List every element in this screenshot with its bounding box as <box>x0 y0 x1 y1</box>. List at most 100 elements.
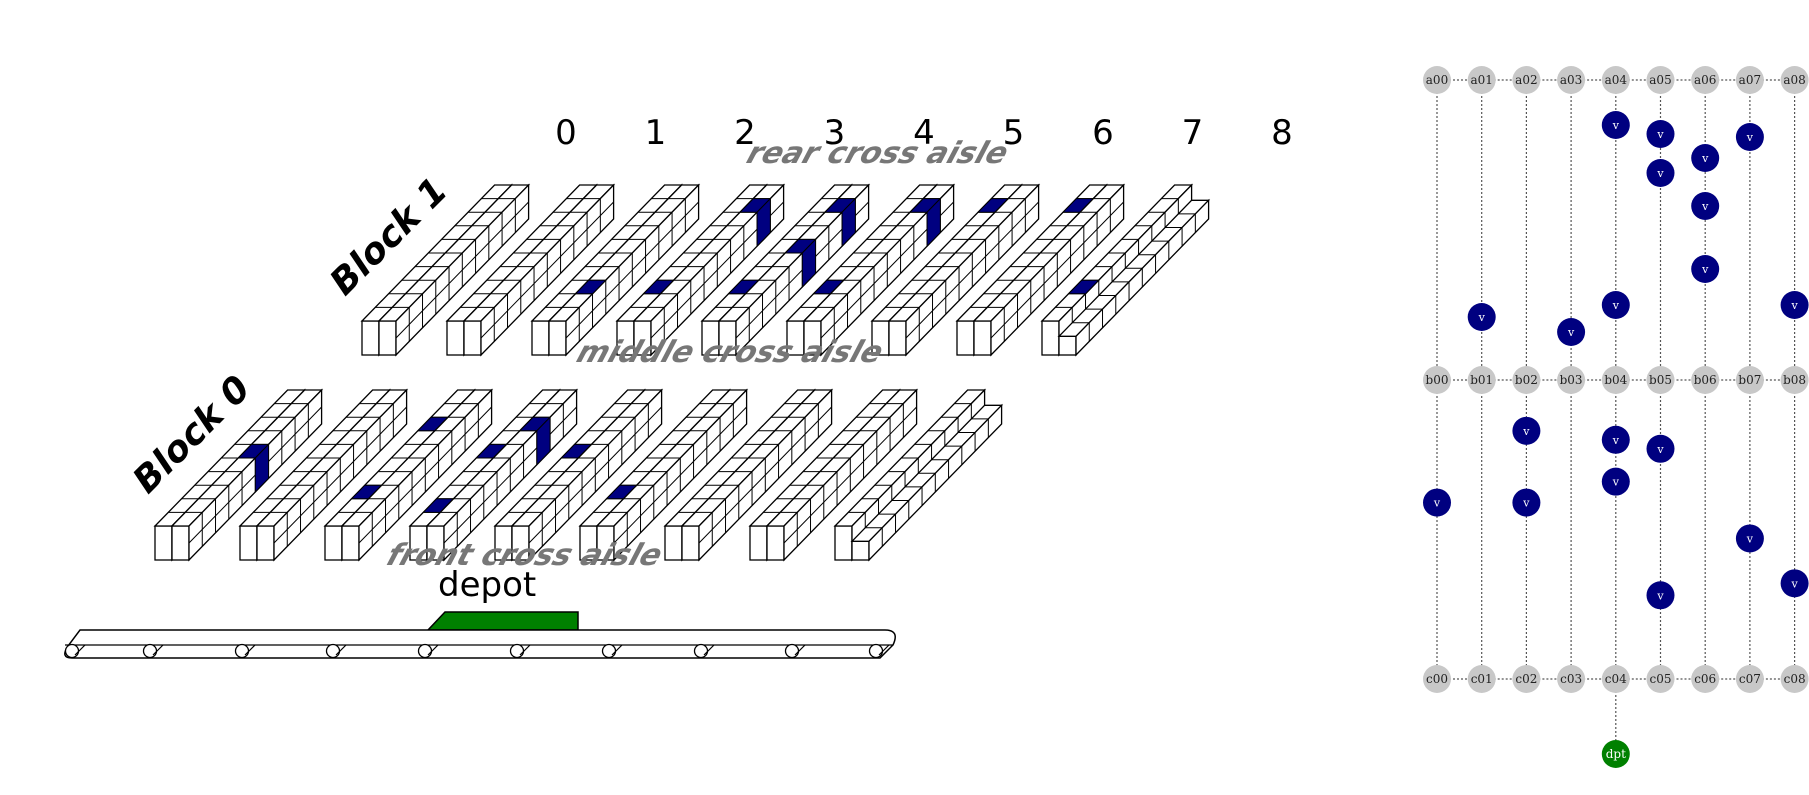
graph-node-label: v <box>1701 152 1709 165</box>
graph-node-circle <box>1601 740 1630 768</box>
graph-node-circle <box>1601 425 1630 454</box>
graph-node-circle <box>1735 665 1764 693</box>
graph-pick-node: v <box>1646 581 1675 610</box>
graph-node-circle <box>1691 665 1720 693</box>
block1-rack-13 <box>887 183 1041 357</box>
block0-rack-11 <box>595 388 749 562</box>
aisle-number-6: 6 <box>1092 113 1114 153</box>
graph-node-label: c07 <box>1739 672 1761 686</box>
graph-node-circle <box>1557 366 1586 394</box>
graph-node-circle <box>1646 120 1675 148</box>
graph-node-label: b04 <box>1604 373 1627 387</box>
graph-node-label: a07 <box>1739 73 1761 87</box>
depot-conveyor <box>64 611 896 659</box>
graph-node-label: c04 <box>1605 672 1627 686</box>
rack-front-face <box>548 320 567 356</box>
graph-node-label: v <box>1746 131 1754 144</box>
graph-node-label: dpt <box>1606 747 1626 761</box>
rack-shelf-line <box>273 406 407 544</box>
block1-rack-15 <box>972 183 1126 357</box>
block0-rack-1 <box>170 388 324 562</box>
conveyor-roller-link <box>152 644 164 656</box>
graph-pick-node: v <box>1780 291 1809 319</box>
graph-node-label: a05 <box>1649 73 1671 87</box>
graph-node-label: b07 <box>1738 373 1761 387</box>
graph-node-a07: a07 <box>1735 66 1764 94</box>
graph-node-label: b01 <box>1470 373 1493 387</box>
rack-front-face <box>171 525 190 561</box>
graph-node-label: c01 <box>1471 672 1493 686</box>
depot-box <box>426 611 579 631</box>
graph-node-label: b02 <box>1515 373 1538 387</box>
graph-node-circle <box>1601 66 1630 94</box>
pick-slot-side <box>841 197 856 248</box>
graph-pick-node: v <box>1467 303 1496 331</box>
graph-node-label: b03 <box>1560 373 1583 387</box>
graph-pick-node: v <box>1512 416 1541 445</box>
graph-node-label: a01 <box>1470 73 1492 87</box>
front-cross-aisle-label: front cross aisle <box>382 538 666 573</box>
pick-slot-side <box>926 197 941 248</box>
graph-node-label: v <box>1746 532 1754 545</box>
graph-pick-node: v <box>1601 467 1630 496</box>
graph-node-circle <box>1467 665 1496 693</box>
graph-node-label: c08 <box>1784 672 1806 686</box>
block1-rack-5 <box>547 183 701 357</box>
graph-node-label: v <box>1790 299 1798 312</box>
graph-node-label: v <box>1478 311 1486 324</box>
graph-node-circle <box>1467 366 1496 394</box>
conveyor-roller <box>142 643 158 659</box>
rack-front-face <box>834 525 853 561</box>
graph-pick-node: v <box>1646 159 1675 187</box>
graph-pick-node: v <box>1512 488 1541 517</box>
pick-slot-top <box>574 279 607 295</box>
graph-node-label: v <box>1567 326 1575 339</box>
graph-node-a00: a00 <box>1423 66 1451 94</box>
graph-node-circle <box>1691 366 1720 394</box>
graph-node-label: v <box>1656 167 1664 180</box>
graph-node-c05: c05 <box>1646 665 1675 693</box>
conveyor-roller <box>693 643 709 659</box>
rack-shelf-line <box>480 201 614 339</box>
aisle-number-0: 0 <box>555 113 577 153</box>
graph-node-label: a08 <box>1783 73 1805 87</box>
graph-pick-node: v <box>1646 434 1675 463</box>
rack-shelf-line <box>565 201 699 339</box>
graph-node-label: v <box>1656 128 1664 141</box>
graph-node-circle <box>1646 665 1675 693</box>
conveyor-roller-link <box>703 644 715 656</box>
graph-node-circle <box>1691 66 1720 94</box>
rack-front-face <box>766 525 785 561</box>
graph-node-label: v <box>1612 119 1620 132</box>
rack-front-face <box>341 525 360 561</box>
rack-front-face <box>888 320 907 356</box>
graph-node-circle <box>1601 291 1630 319</box>
rack-shelf-line <box>990 201 1124 339</box>
graph-node-c07: c07 <box>1735 665 1764 693</box>
graph-node-label: a00 <box>1426 73 1448 87</box>
aisle-number-8: 8 <box>1271 113 1293 153</box>
graph-pick-node: v <box>1601 111 1630 139</box>
graph-node-circle <box>1735 123 1764 151</box>
graph-node-circle <box>1646 66 1675 94</box>
graph-pick-node: v <box>1423 488 1451 517</box>
graph-node-c01: c01 <box>1467 665 1496 693</box>
graph-node-label: v <box>1612 476 1620 489</box>
graph-node-circle <box>1735 66 1764 94</box>
conveyor-roller-link <box>335 644 347 656</box>
graph-node-circle <box>1780 291 1809 319</box>
graph-depot-node: dpt <box>1601 740 1630 768</box>
pick-slot-side <box>536 415 551 467</box>
graph-node-b02: b02 <box>1512 366 1541 394</box>
conveyor-roller-link <box>794 644 806 656</box>
middle-cross-aisle-label: middle cross aisle <box>572 335 887 370</box>
rack-front-face <box>973 320 992 356</box>
graph-node-a04: a04 <box>1601 66 1630 94</box>
rack-front-face <box>956 320 975 356</box>
block0-rack-3 <box>255 388 409 562</box>
graph-node-circle <box>1691 144 1720 172</box>
graph-node-label: v <box>1790 577 1798 590</box>
graph-node-c00: c00 <box>1423 665 1451 693</box>
